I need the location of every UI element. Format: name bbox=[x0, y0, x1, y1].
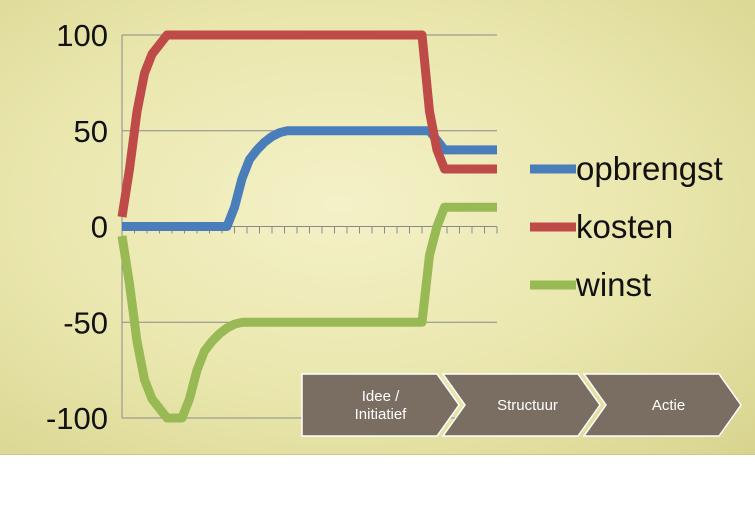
y-tick-label: -100 bbox=[46, 401, 108, 436]
phase-arrow bbox=[301, 373, 460, 437]
series-line-kosten bbox=[117, 30, 497, 218]
y-tick-labels: 100 50 0 -50 -100 bbox=[46, 18, 108, 436]
y-tick-label: 100 bbox=[56, 18, 108, 53]
phase-label: Initiatief bbox=[355, 406, 408, 423]
phase-arrow bbox=[441, 373, 601, 437]
series-lines bbox=[117, 30, 497, 423]
legend-label-winst: winst bbox=[575, 266, 651, 303]
y-tick-label: 50 bbox=[74, 114, 108, 149]
phase-arrows: Idee /Initiatief Structuur Actie bbox=[301, 373, 742, 437]
phase-arrow bbox=[582, 373, 742, 437]
phase-label: Structuur bbox=[497, 397, 558, 414]
y-tick-label: -50 bbox=[63, 305, 108, 340]
line-chart: 100 50 0 -50 -100 Idee /Initiatief Structuur A… bbox=[46, 18, 742, 437]
phase-label: Idee / bbox=[362, 388, 400, 405]
legend-label-kosten: kosten bbox=[576, 208, 673, 245]
chart-panel: 100 50 0 -50 -100 Idee /Initiatief Structuur A… bbox=[0, 0, 755, 455]
legend-label-opbrengst: opbrengst bbox=[576, 150, 723, 187]
series-line-winst bbox=[117, 202, 497, 423]
y-tick-label: 0 bbox=[91, 210, 108, 245]
phase-label: Actie bbox=[652, 397, 685, 414]
legend: opbrengst kosten winst bbox=[530, 150, 723, 303]
